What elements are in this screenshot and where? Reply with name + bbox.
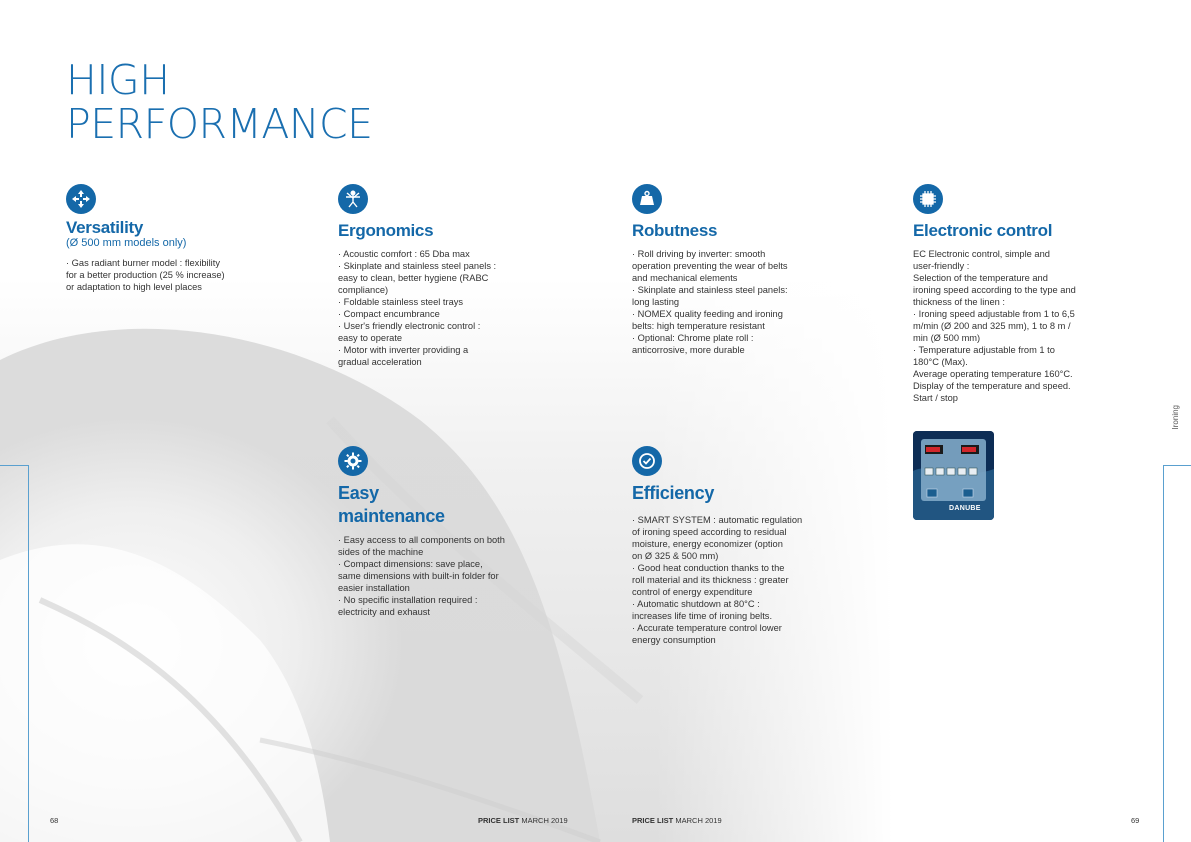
feature-body: · Gas radiant burner model : flexibility… — [66, 257, 296, 293]
chip-icon — [913, 184, 943, 214]
list-item: · Roll driving by inverter: smooth opera… — [632, 249, 788, 283]
list-item: · Good heat conduction thanks to the rol… — [632, 563, 789, 597]
feature-heading: Versatility — [66, 218, 144, 237]
footer-price-list-left: PRICE LIST MARCH 2019 — [478, 816, 568, 825]
feature-robustness: Robutness · Roll driving by inverter: sm… — [632, 184, 822, 356]
left-edge-rule-vertical — [28, 465, 29, 842]
page-number-right: 69 — [1131, 816, 1140, 825]
feature-heading: Easy maintenance — [338, 482, 528, 528]
side-section-label: Ironing — [1171, 405, 1180, 430]
list-item: · Compact dimensions: save place, same d… — [338, 559, 499, 593]
list-item: · SMART SYSTEM : automatic regulation of… — [632, 515, 803, 561]
feature-ergonomics: Ergonomics · Acoustic comfort : 65 Dba m… — [338, 184, 518, 368]
feature-versatility: Versatility (Ø 500 mm models only) · Gas… — [66, 184, 296, 293]
list-item: · Temperature adjustable from 1 to 180°C… — [913, 345, 1055, 367]
right-edge-rule — [1163, 465, 1191, 466]
list-item: · Acoustic comfort : 65 Dba max — [338, 249, 470, 259]
feature-body: · Roll driving by inverter: smooth opera… — [632, 248, 822, 356]
weight-icon — [632, 184, 662, 214]
left-edge-rule — [0, 465, 28, 466]
arrows-icon — [66, 184, 96, 214]
heading-line-2: maintenance — [338, 506, 445, 526]
title-line-2: PERFORMANCE — [66, 100, 373, 148]
feature-body: · SMART SYSTEM : automatic regulation of… — [632, 514, 822, 646]
feature-subheading: (Ø 500 mm models only) — [66, 237, 187, 249]
panel-brand-label: DANUBE — [949, 505, 981, 512]
feature-heading: Efficiency — [632, 483, 715, 503]
feature-easy-maintenance: Easy maintenance · Easy access to all co… — [338, 446, 528, 618]
list-item: · No specific installation required : el… — [338, 595, 478, 617]
feature-body: · Easy access to all components on both … — [338, 534, 528, 618]
list-item: · Skinplate and stainless steel panels :… — [338, 261, 497, 295]
footer-bold: PRICE LIST — [478, 816, 520, 825]
list-item: Selection of the temperature and ironing… — [913, 273, 1076, 307]
title-line-1: HIGH — [66, 56, 170, 104]
list-item: · Foldable stainless steel trays — [338, 297, 464, 307]
list-item: · Easy access to all components on both … — [338, 535, 505, 557]
check-circle-icon — [632, 446, 662, 476]
list-item: · Ironing speed adjustable from 1 to 6,5… — [913, 309, 1075, 343]
footer-price-list-right: PRICE LIST MARCH 2019 — [632, 816, 722, 825]
feature-body: EC Electronic control, simple and user-f… — [913, 248, 1093, 404]
list-item: · Gas radiant burner model : flexibility… — [66, 258, 225, 292]
list-item: · Accurate temperature control lower ene… — [632, 623, 782, 645]
list-item: · Optional: Chrome plate roll : anticorr… — [632, 333, 754, 355]
heading-line-1: Easy — [338, 483, 379, 503]
feature-heading: Ergonomics — [338, 221, 434, 240]
feature-efficiency: Efficiency · SMART SYSTEM : automatic re… — [632, 446, 822, 646]
list-item: · User's friendly electronic control : e… — [338, 321, 481, 343]
list-item: Average operating temperature 160°C. — [913, 369, 1073, 379]
vitruvian-man-icon — [338, 184, 368, 214]
feature-body: · Acoustic comfort : 65 Dba max · Skinpl… — [338, 248, 518, 368]
feature-electronic-control: Electronic control EC Electronic control… — [913, 184, 1093, 404]
footer-date: MARCH 2019 — [675, 816, 722, 825]
list-item: Start / stop — [913, 393, 958, 403]
list-item: EC Electronic control, simple and user-f… — [913, 249, 1050, 271]
list-item: · Compact encumbrance — [338, 309, 440, 319]
right-edge-rule-vertical — [1163, 465, 1164, 842]
footer-date: MARCH 2019 — [521, 816, 568, 825]
page-title: HIGH PERFORMANCE — [66, 58, 373, 146]
page-number-left: 68 — [50, 816, 59, 825]
list-item: · Skinplate and stainless steel panels: … — [632, 285, 788, 307]
feature-heading: Robutness — [632, 221, 718, 240]
list-item: Display of the temperature and speed. — [913, 381, 1071, 391]
control-panel-image: DANUBE — [913, 431, 994, 520]
gear-wrench-icon — [338, 446, 368, 476]
list-item: · Motor with inverter providing a gradua… — [338, 345, 469, 367]
list-item: · Automatic shutdown at 80°C : increases… — [632, 599, 773, 621]
feature-heading: Electronic control — [913, 221, 1053, 240]
list-item: · NOMEX quality feeding and ironing belt… — [632, 309, 783, 331]
footer-bold: PRICE LIST — [632, 816, 674, 825]
